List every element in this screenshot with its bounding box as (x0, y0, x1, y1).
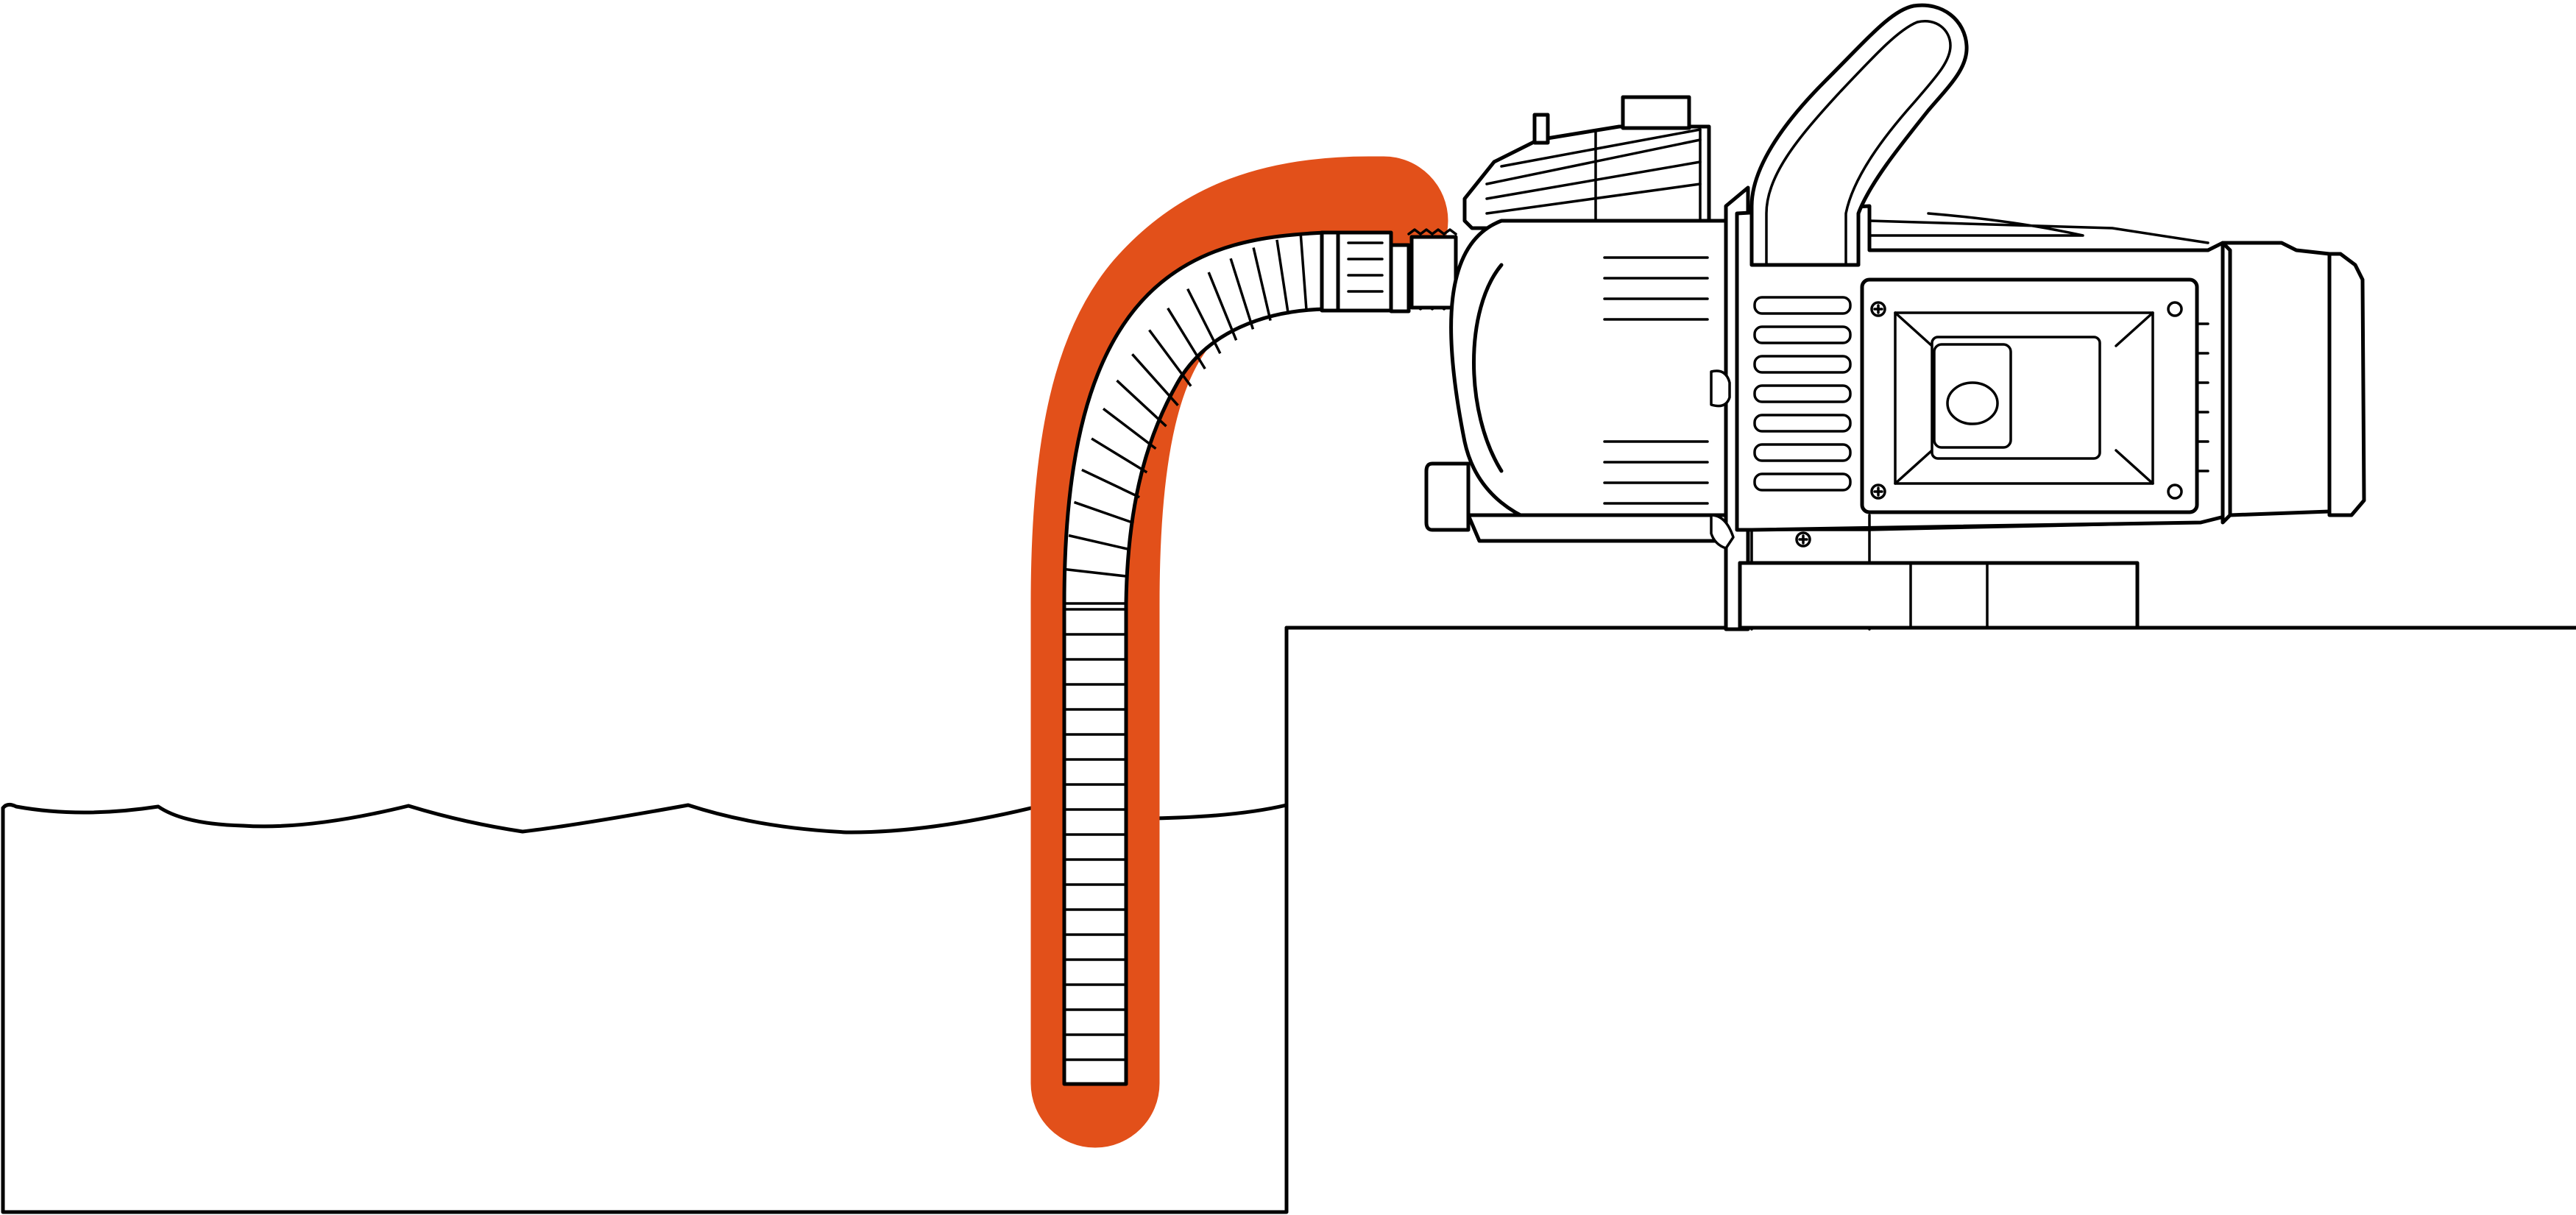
hose-rib (1065, 567, 1128, 578)
pump-base (1738, 561, 2140, 630)
pump-side-vents (1753, 296, 1852, 492)
hose-rib (1081, 468, 1140, 499)
hose-rib (1167, 307, 1206, 370)
hose-rib (1275, 239, 1290, 315)
water-surface (1, 802, 1289, 835)
suction-hose (1062, 230, 1327, 1086)
hose-rib (1186, 288, 1222, 355)
hose-rib (1148, 329, 1192, 387)
hose-rib (1073, 500, 1134, 525)
hose-connector (1320, 228, 1458, 314)
hose-rib (1207, 272, 1238, 341)
hose-rib (1229, 258, 1255, 330)
water-basin (1, 626, 1289, 1214)
screws (1795, 301, 2183, 548)
pump-handle (1749, 3, 1969, 267)
pump-body (1424, 95, 2366, 631)
hose-rib (1068, 534, 1130, 551)
hose-rib (1131, 353, 1179, 406)
motor-vents (1603, 256, 1709, 505)
hose-rib (1299, 235, 1308, 311)
hose-ribs (1064, 233, 1326, 1061)
hose-rib (1116, 379, 1167, 428)
hose-rib (1091, 437, 1148, 474)
hose-rib (1102, 407, 1157, 450)
hose-rib (1252, 247, 1272, 322)
